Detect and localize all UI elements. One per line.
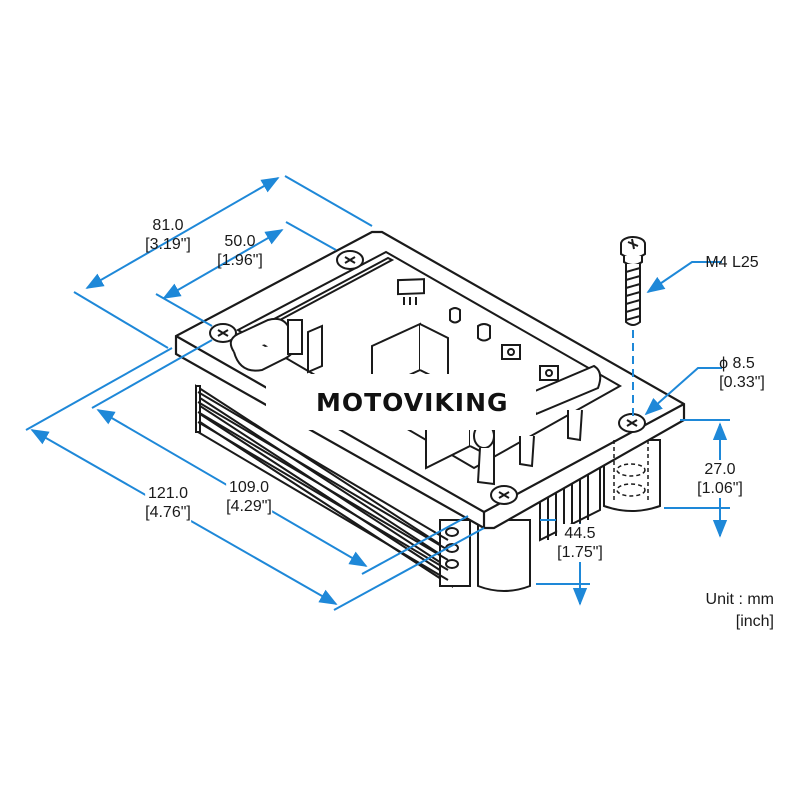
dim-width-inner-inch: [1.96"] — [217, 252, 263, 269]
dim-height-mount: 27.0 [1.06"] — [697, 460, 743, 498]
dim-height-mount-inch: [1.06"] — [697, 480, 743, 497]
foot-hidden-lines — [613, 440, 649, 500]
dim-screw-label: M4 L25 — [705, 254, 759, 271]
dim-width-outer-mm: 81.0 — [152, 217, 184, 234]
dim-hole-diameter-inch: [0.33"] — [719, 374, 765, 391]
dim-height-mount-mm: 27.0 — [704, 461, 736, 478]
dim-width-inner-mm: 50.0 — [224, 233, 256, 250]
dim-height-total: 44.5 [1.75"] — [557, 524, 603, 562]
dim-length-outer: 121.0 [4.76"] — [145, 484, 191, 522]
dim-height-total-mm: 44.5 — [564, 525, 596, 542]
dim-width-outer: 81.0 [3.19"] — [145, 216, 191, 254]
dim-length-outer-inch: [4.76"] — [145, 504, 191, 521]
dim-width-outer-inch: [3.19"] — [145, 236, 191, 253]
brand-watermark: MOTOVIKING — [266, 374, 536, 430]
dim-hole-diameter-mm: ϕ 8.5 — [719, 355, 755, 372]
dim-length-inner-inch: [4.29"] — [226, 498, 272, 515]
dim-width-inner: 50.0 [1.96"] — [217, 232, 263, 270]
brand-name: MOTOVIKING — [316, 387, 509, 417]
unit-line1: Unit : mm — [705, 591, 774, 608]
dim-length-inner: 109.0 [4.29"] — [226, 478, 272, 516]
dim-screw: M4 L25 — [705, 253, 758, 272]
dim-length-outer-mm: 121.0 — [147, 485, 189, 502]
unit-legend: Unit : mm [inch] — [672, 589, 774, 633]
brand-logo-spacer — [266, 380, 310, 424]
screw-m4 — [620, 236, 646, 326]
dim-height-total-inch: [1.75"] — [557, 544, 603, 561]
dim-hole-diameter: ϕ 8.5 [0.33"] — [719, 354, 765, 392]
dimension-lines — [25, 175, 730, 611]
dim-length-inner-mm: 109.0 — [228, 479, 270, 496]
unit-line2: [inch] — [735, 613, 774, 630]
mounting-holes — [209, 250, 646, 505]
